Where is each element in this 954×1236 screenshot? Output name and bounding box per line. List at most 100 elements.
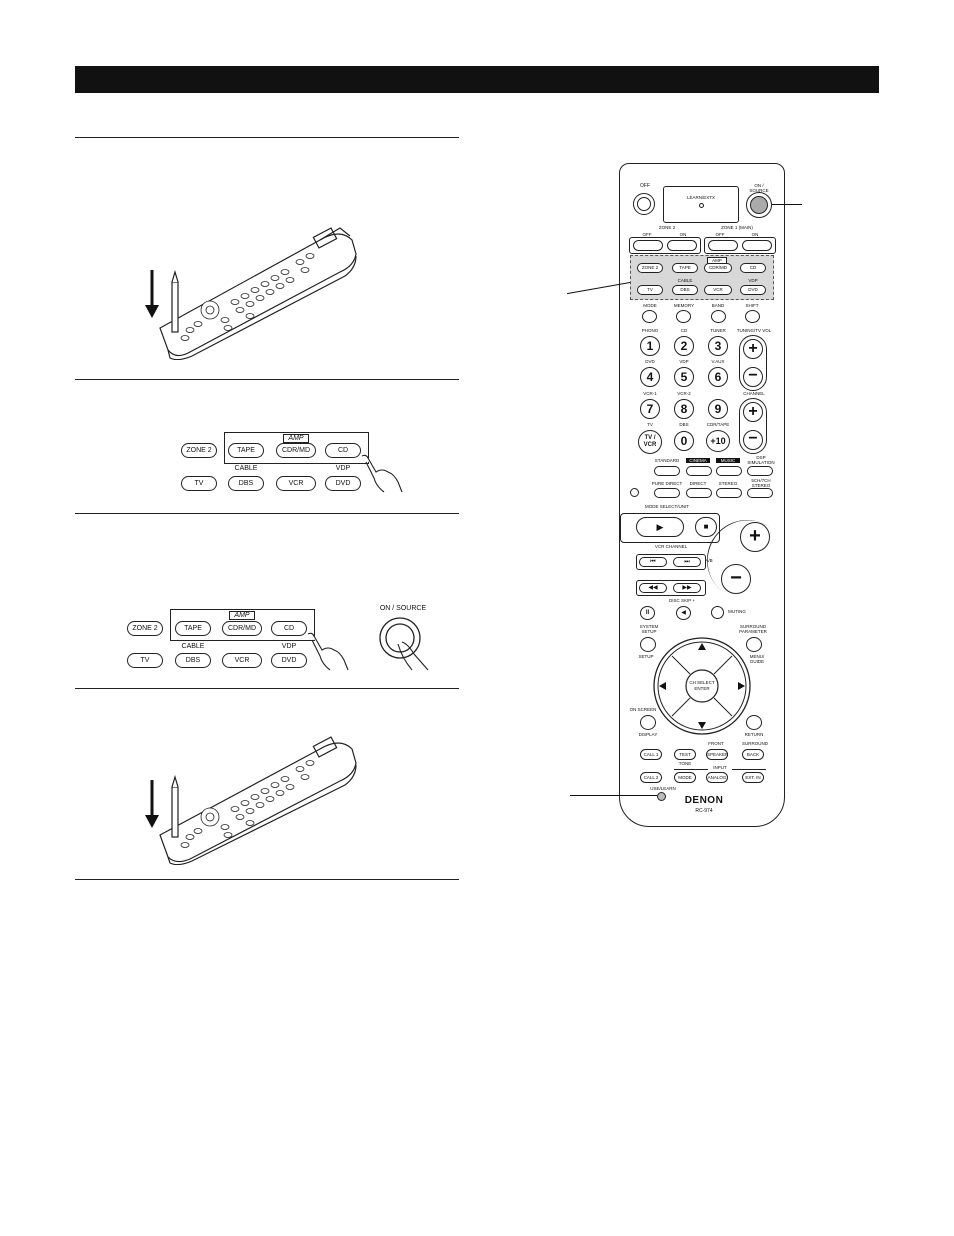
ext-in-button[interactable]: EXT. IN (742, 772, 764, 783)
mode-button[interactable] (642, 310, 657, 323)
call1-button[interactable]: CALL 1 (640, 749, 662, 760)
transport-frame (620, 513, 720, 543)
mode-label: MODE (643, 303, 657, 308)
key-plus10-button[interactable]: +10 (706, 430, 730, 452)
disc-skip-label: DISC SKIP + (668, 598, 696, 603)
zone1-on-button[interactable] (742, 240, 772, 251)
call2-button[interactable]: CALL 2 (640, 772, 662, 783)
disc-skip-button[interactable]: ◀ (676, 606, 691, 620)
surround-parameter-button[interactable] (746, 637, 762, 652)
remote-vcr-button[interactable]: VCR (704, 285, 732, 295)
tv-key-label: TV (647, 422, 653, 427)
zone2-off-button[interactable] (633, 240, 663, 251)
skip-back-button[interactable]: ⏮ (639, 557, 667, 567)
key-4-button[interactable]: 4 (640, 367, 660, 387)
pure-direct-button[interactable] (654, 488, 680, 498)
remote-dbs-button[interactable]: DBS (672, 285, 698, 295)
remote-cdrmd-button[interactable]: CDR/MD (704, 263, 732, 273)
dbs-button[interactable]: DBS (228, 476, 264, 491)
channel-up-button[interactable]: + (743, 402, 763, 422)
test-tone-button[interactable]: TEST TONE (674, 749, 696, 766)
zone2-on-button[interactable] (667, 240, 697, 251)
dbs-button-2[interactable]: DBS (175, 653, 211, 668)
cable-label: CABLE (234, 465, 258, 472)
input-label: INPUT (708, 765, 732, 770)
tuning-up-button[interactable]: + (743, 339, 763, 359)
zone1-off-button[interactable] (708, 240, 738, 251)
standard-button[interactable] (654, 466, 680, 476)
tv-vcr-button[interactable]: TV / VCR (638, 430, 662, 454)
system-setup-button[interactable] (640, 637, 656, 652)
off-button[interactable] (633, 193, 655, 215)
system-setup-label: SYSTEM SETUP (639, 624, 659, 634)
key-1-button[interactable]: 1 (640, 336, 660, 356)
volume-down-button[interactable]: − (721, 564, 751, 594)
speaker-button[interactable]: SPEAKER (706, 749, 728, 760)
remote-tape-button[interactable]: TAPE (672, 263, 698, 273)
play-button[interactable]: ▶ (636, 517, 684, 537)
vdp-label: VDP (335, 465, 351, 472)
dvd-button-2[interactable]: DVD (271, 653, 307, 668)
skip-forward-button[interactable]: ⏭ (673, 557, 701, 567)
remote-tv-button[interactable]: TV (637, 285, 663, 295)
dsp-sim-label: DSP SIMULATION (747, 455, 775, 465)
cdr-md-button[interactable]: CDR/MD (276, 443, 316, 458)
ch-select-label[interactable]: CH SELECT (689, 680, 715, 685)
cd-button-2[interactable]: CD (271, 621, 307, 636)
volume-up-button[interactable]: + (740, 522, 770, 552)
zone2-header-label: ZONE 2 (658, 225, 676, 230)
amp-label: AMP (283, 434, 309, 443)
channel-down-button[interactable]: − (743, 430, 763, 450)
use-learn-callout-line (570, 795, 657, 796)
dvd-button[interactable]: DVD (325, 476, 361, 491)
zone2-on-label: ON (679, 232, 687, 237)
key-8-button[interactable]: 8 (674, 399, 694, 419)
key-7-button[interactable]: 7 (640, 399, 660, 419)
remote-dvd-button[interactable]: DVD (740, 285, 766, 295)
stereo-button[interactable] (716, 488, 742, 498)
cdrtape-label: CDR/TAPE (706, 422, 730, 427)
remote-zone2-button[interactable]: ZONE 2 (637, 263, 663, 273)
5ch-stereo-button[interactable] (747, 488, 773, 498)
input-mode-button[interactable]: MODE (674, 772, 696, 783)
memory-button[interactable] (676, 310, 691, 323)
direct-button[interactable] (686, 488, 712, 498)
tuning-down-button[interactable]: − (743, 367, 763, 387)
fast-forward-button[interactable]: ▶▶ (673, 583, 701, 593)
cd-button[interactable]: CD (325, 443, 361, 458)
stop-button[interactable]: ■ (695, 517, 717, 537)
remote-cd-button[interactable]: CD (740, 263, 766, 273)
muting-button[interactable] (711, 606, 724, 619)
analog-button[interactable]: ANALOG (706, 772, 728, 783)
key-2-button[interactable]: 2 (674, 336, 694, 356)
use-learn-switch[interactable] (657, 792, 666, 801)
key-9-button[interactable]: 9 (708, 399, 728, 419)
vcr-button-2[interactable]: VCR (222, 653, 262, 668)
stereo-label: STEREO (718, 481, 738, 486)
pause-button[interactable]: II (640, 606, 655, 620)
tv-button-2[interactable]: TV (127, 653, 163, 668)
band-button[interactable] (711, 310, 726, 323)
cdr-md-button-2[interactable]: CDR/MD (222, 621, 262, 636)
shift-button[interactable] (745, 310, 760, 323)
cinema-button[interactable] (686, 466, 712, 476)
key-3-button[interactable]: 3 (708, 336, 728, 356)
zone2-button[interactable]: ZONE 2 (181, 443, 217, 458)
rewind-button[interactable]: ◀◀ (639, 583, 667, 593)
key-0-button[interactable]: 0 (674, 431, 694, 451)
music-button[interactable] (716, 466, 742, 476)
on-source-button[interactable] (746, 192, 772, 218)
key-6-button[interactable]: 6 (708, 367, 728, 387)
pure-direct-label: PURE DIRECT (651, 481, 683, 486)
enter-label[interactable]: ENTER (694, 686, 710, 691)
dsp-sim-button[interactable] (747, 466, 773, 476)
zone2-button-2[interactable]: ZONE 2 (127, 621, 163, 636)
on-screen-button[interactable] (640, 715, 656, 730)
surround-back-button[interactable]: BACK (742, 749, 764, 760)
return-button[interactable] (746, 715, 762, 730)
vcr-button[interactable]: VCR (276, 476, 316, 491)
key-5-button[interactable]: 5 (674, 367, 694, 387)
tape-button[interactable]: TAPE (228, 443, 264, 458)
tape-button-2[interactable]: TAPE (175, 621, 211, 636)
tv-button[interactable]: TV (181, 476, 217, 491)
